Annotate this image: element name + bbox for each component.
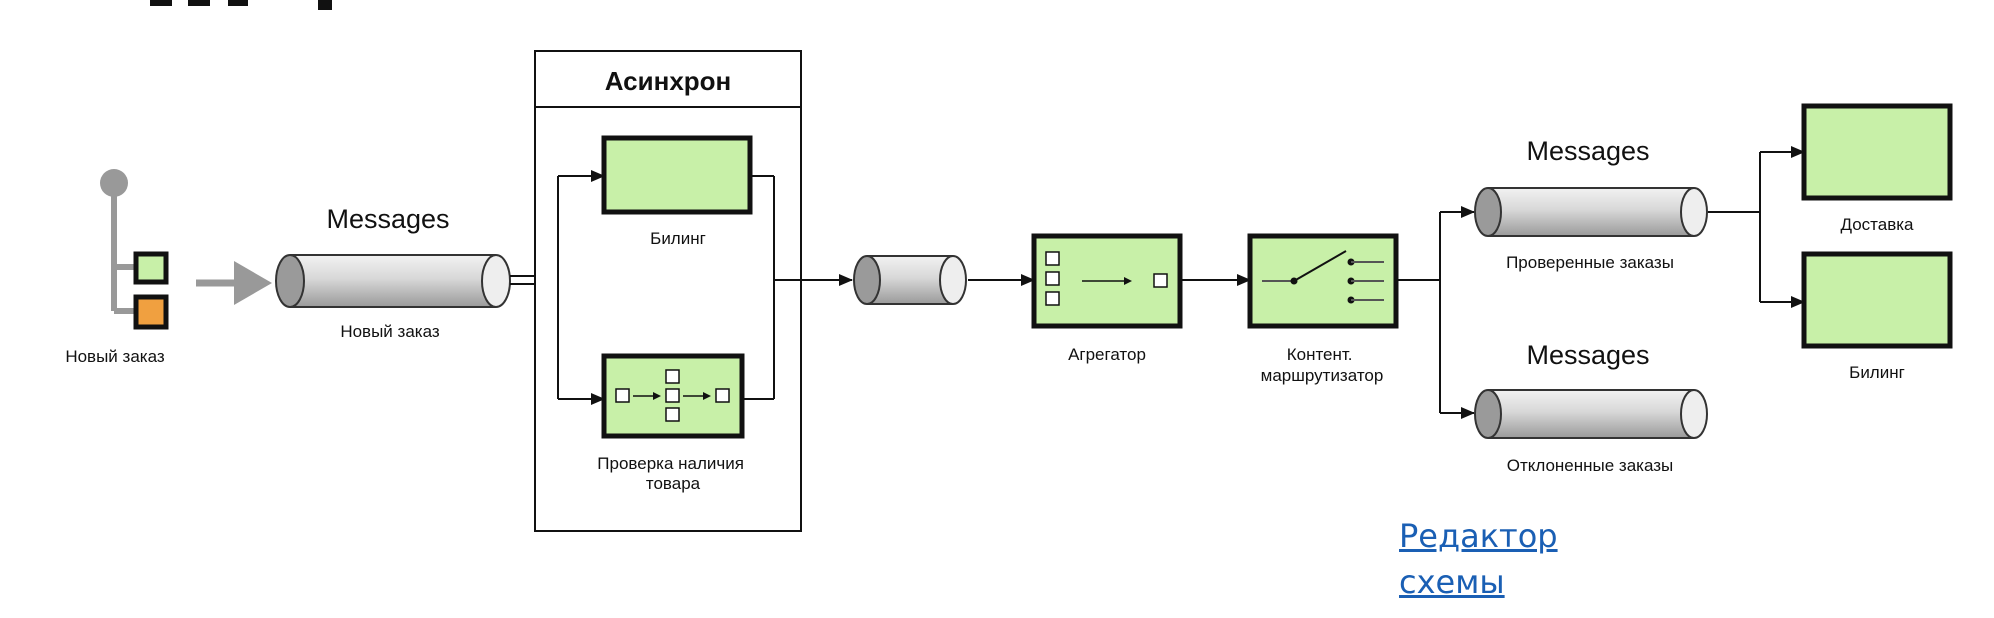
schema-editor-link-line1: Редактор (1399, 517, 1558, 555)
stock-check-label: Проверка наличия товара (597, 454, 748, 493)
delivery-label: Доставка (1840, 215, 1914, 234)
new-order-channel[interactable] (275, 254, 511, 308)
intermediate-channel[interactable] (853, 255, 967, 305)
clipped-heading-fragment (150, 0, 172, 6)
new-order-channel-title: Messages (326, 204, 449, 234)
schema-editor-link[interactable]: Редактор схемы (1399, 513, 1558, 605)
async-group (534, 50, 802, 532)
billing-async-node[interactable] (601, 135, 753, 215)
new-order-source-label: Новый заказ (65, 347, 165, 366)
new-order-source[interactable] (100, 169, 169, 330)
verified-channel-title: Messages (1526, 136, 1649, 166)
new-order-channel-label: Новый заказ (340, 322, 440, 341)
delivery-node[interactable] (1801, 103, 1953, 201)
schema-editor-link-line2: схемы (1399, 563, 1505, 601)
verified-channel-label: Проверенные заказы (1506, 253, 1674, 272)
rejected-channel-label: Отклоненные заказы (1507, 456, 1674, 475)
gray-arrow (196, 261, 272, 305)
clipped-heading-fragment (188, 0, 210, 6)
verified-orders-channel[interactable] (1474, 187, 1708, 237)
aggregator-label: Агрегатор (1068, 345, 1146, 364)
stock-check-node[interactable] (601, 353, 745, 439)
async-group-title: Асинхрон (605, 66, 732, 96)
rejected-channel-title: Messages (1526, 340, 1649, 370)
rejected-orders-channel[interactable] (1474, 389, 1708, 439)
clipped-heading-fragment (318, 0, 332, 10)
billing-final-node[interactable] (1801, 251, 1953, 349)
clipped-heading-fragment (228, 0, 248, 6)
content-router-label: Контент. маршрутизатор (1261, 345, 1384, 385)
content-router-node[interactable] (1247, 233, 1399, 329)
billing-async-label: Билинг (650, 229, 706, 248)
aggregator-node[interactable] (1031, 233, 1183, 329)
billing-final-label: Билинг (1849, 363, 1905, 382)
